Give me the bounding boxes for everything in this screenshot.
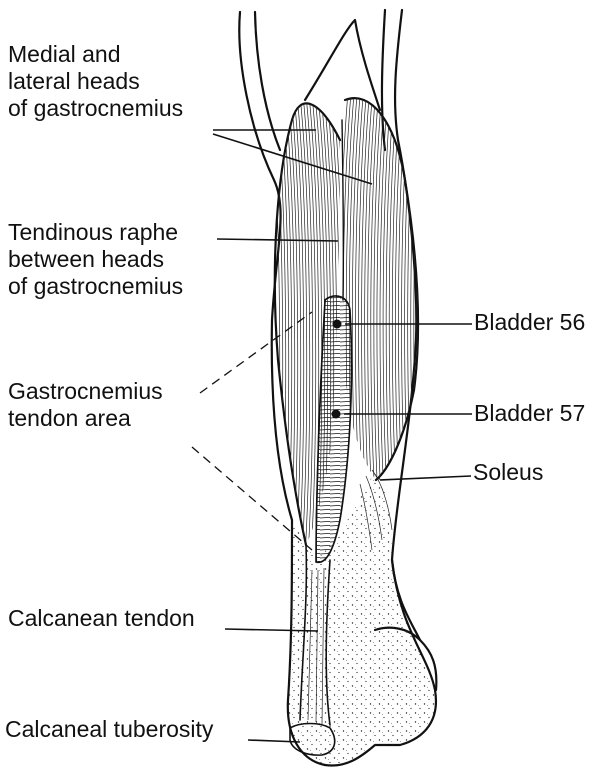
label-tendinous-raphe: Tendinous raphe between heads of gastroc… — [8, 219, 183, 300]
leader-calcaneal-tuberosity — [248, 740, 300, 742]
tendinous-raphe — [342, 120, 343, 300]
label-soleus: Soleus — [473, 459, 543, 486]
label-line: Tendinous raphe — [8, 219, 183, 246]
bladder-57-point — [332, 410, 341, 419]
label-bladder-57: Bladder 57 — [474, 400, 585, 427]
label-line: Medial and — [8, 41, 183, 68]
label-line: Gastrocnemius — [8, 378, 163, 405]
label-line: tendon area — [8, 405, 163, 432]
leader-tendon-area-upper — [200, 312, 312, 393]
leader-soleus — [380, 476, 471, 480]
label-line: lateral heads — [8, 68, 183, 95]
label-calcaneal-tuberosity: Calcaneal tuberosity — [5, 716, 213, 743]
label-line: between heads — [8, 246, 183, 273]
label-line: of gastrocnemius — [8, 273, 183, 300]
label-line: of gastrocnemius — [8, 95, 183, 122]
label-tendon-area: Gastrocnemius tendon area — [8, 378, 163, 432]
leader-heads-lateral — [213, 134, 372, 184]
label-calcanean-tendon: Calcanean tendon — [8, 605, 195, 632]
muscle-fiber — [408, 90, 416, 500]
label-bladder-56: Bladder 56 — [474, 309, 585, 336]
label-gastrocnemius-heads: Medial and lateral heads of gastrocnemiu… — [8, 41, 183, 122]
bladder-56-point — [333, 320, 342, 329]
muscle-fiber — [273, 95, 283, 560]
